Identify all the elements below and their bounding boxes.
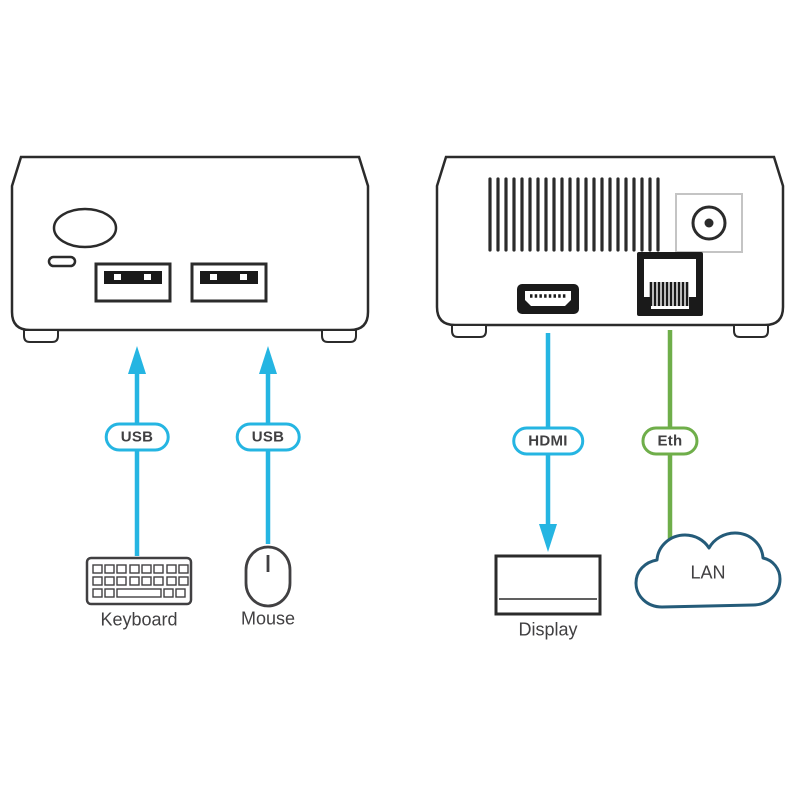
usb-badge-keyboard: USB [104, 422, 170, 452]
mouse-icon [244, 545, 292, 608]
usb-port-1-icon [94, 262, 172, 303]
cloud-icon [634, 531, 782, 609]
rear-device-foot-left [451, 324, 487, 338]
usb-arrowhead-mouse [259, 346, 277, 374]
eth-badge: Eth [641, 426, 699, 456]
hdmi-arrowhead [539, 524, 557, 552]
led-slot [47, 255, 77, 268]
front-device-foot-left [23, 329, 59, 343]
front-device-foot-right [321, 329, 357, 343]
lan-label: LAN [690, 562, 726, 583]
usb-badge-mouse: USB [235, 422, 301, 452]
power-button [52, 207, 118, 249]
hdmi-port-icon [517, 284, 579, 314]
usb-port-2-icon [190, 262, 268, 303]
display-label: Display [518, 619, 578, 640]
keyboard-icon [85, 556, 193, 606]
display-icon [494, 554, 602, 616]
keyboard-label: Keyboard [100, 609, 178, 630]
hdmi-badge: HDMI [512, 426, 584, 456]
usb-arrow-mouse [259, 346, 277, 544]
power-jack-icon [675, 193, 743, 253]
vent-grille-icon [488, 177, 660, 252]
front-device [10, 155, 370, 343]
rear-device [435, 155, 785, 338]
mouse-label: Mouse [240, 608, 296, 629]
usb-arrow-keyboard [128, 346, 146, 556]
usb-arrowhead-keyboard [128, 346, 146, 374]
ethernet-port-icon [637, 252, 703, 316]
rear-device-foot-right [733, 324, 769, 338]
